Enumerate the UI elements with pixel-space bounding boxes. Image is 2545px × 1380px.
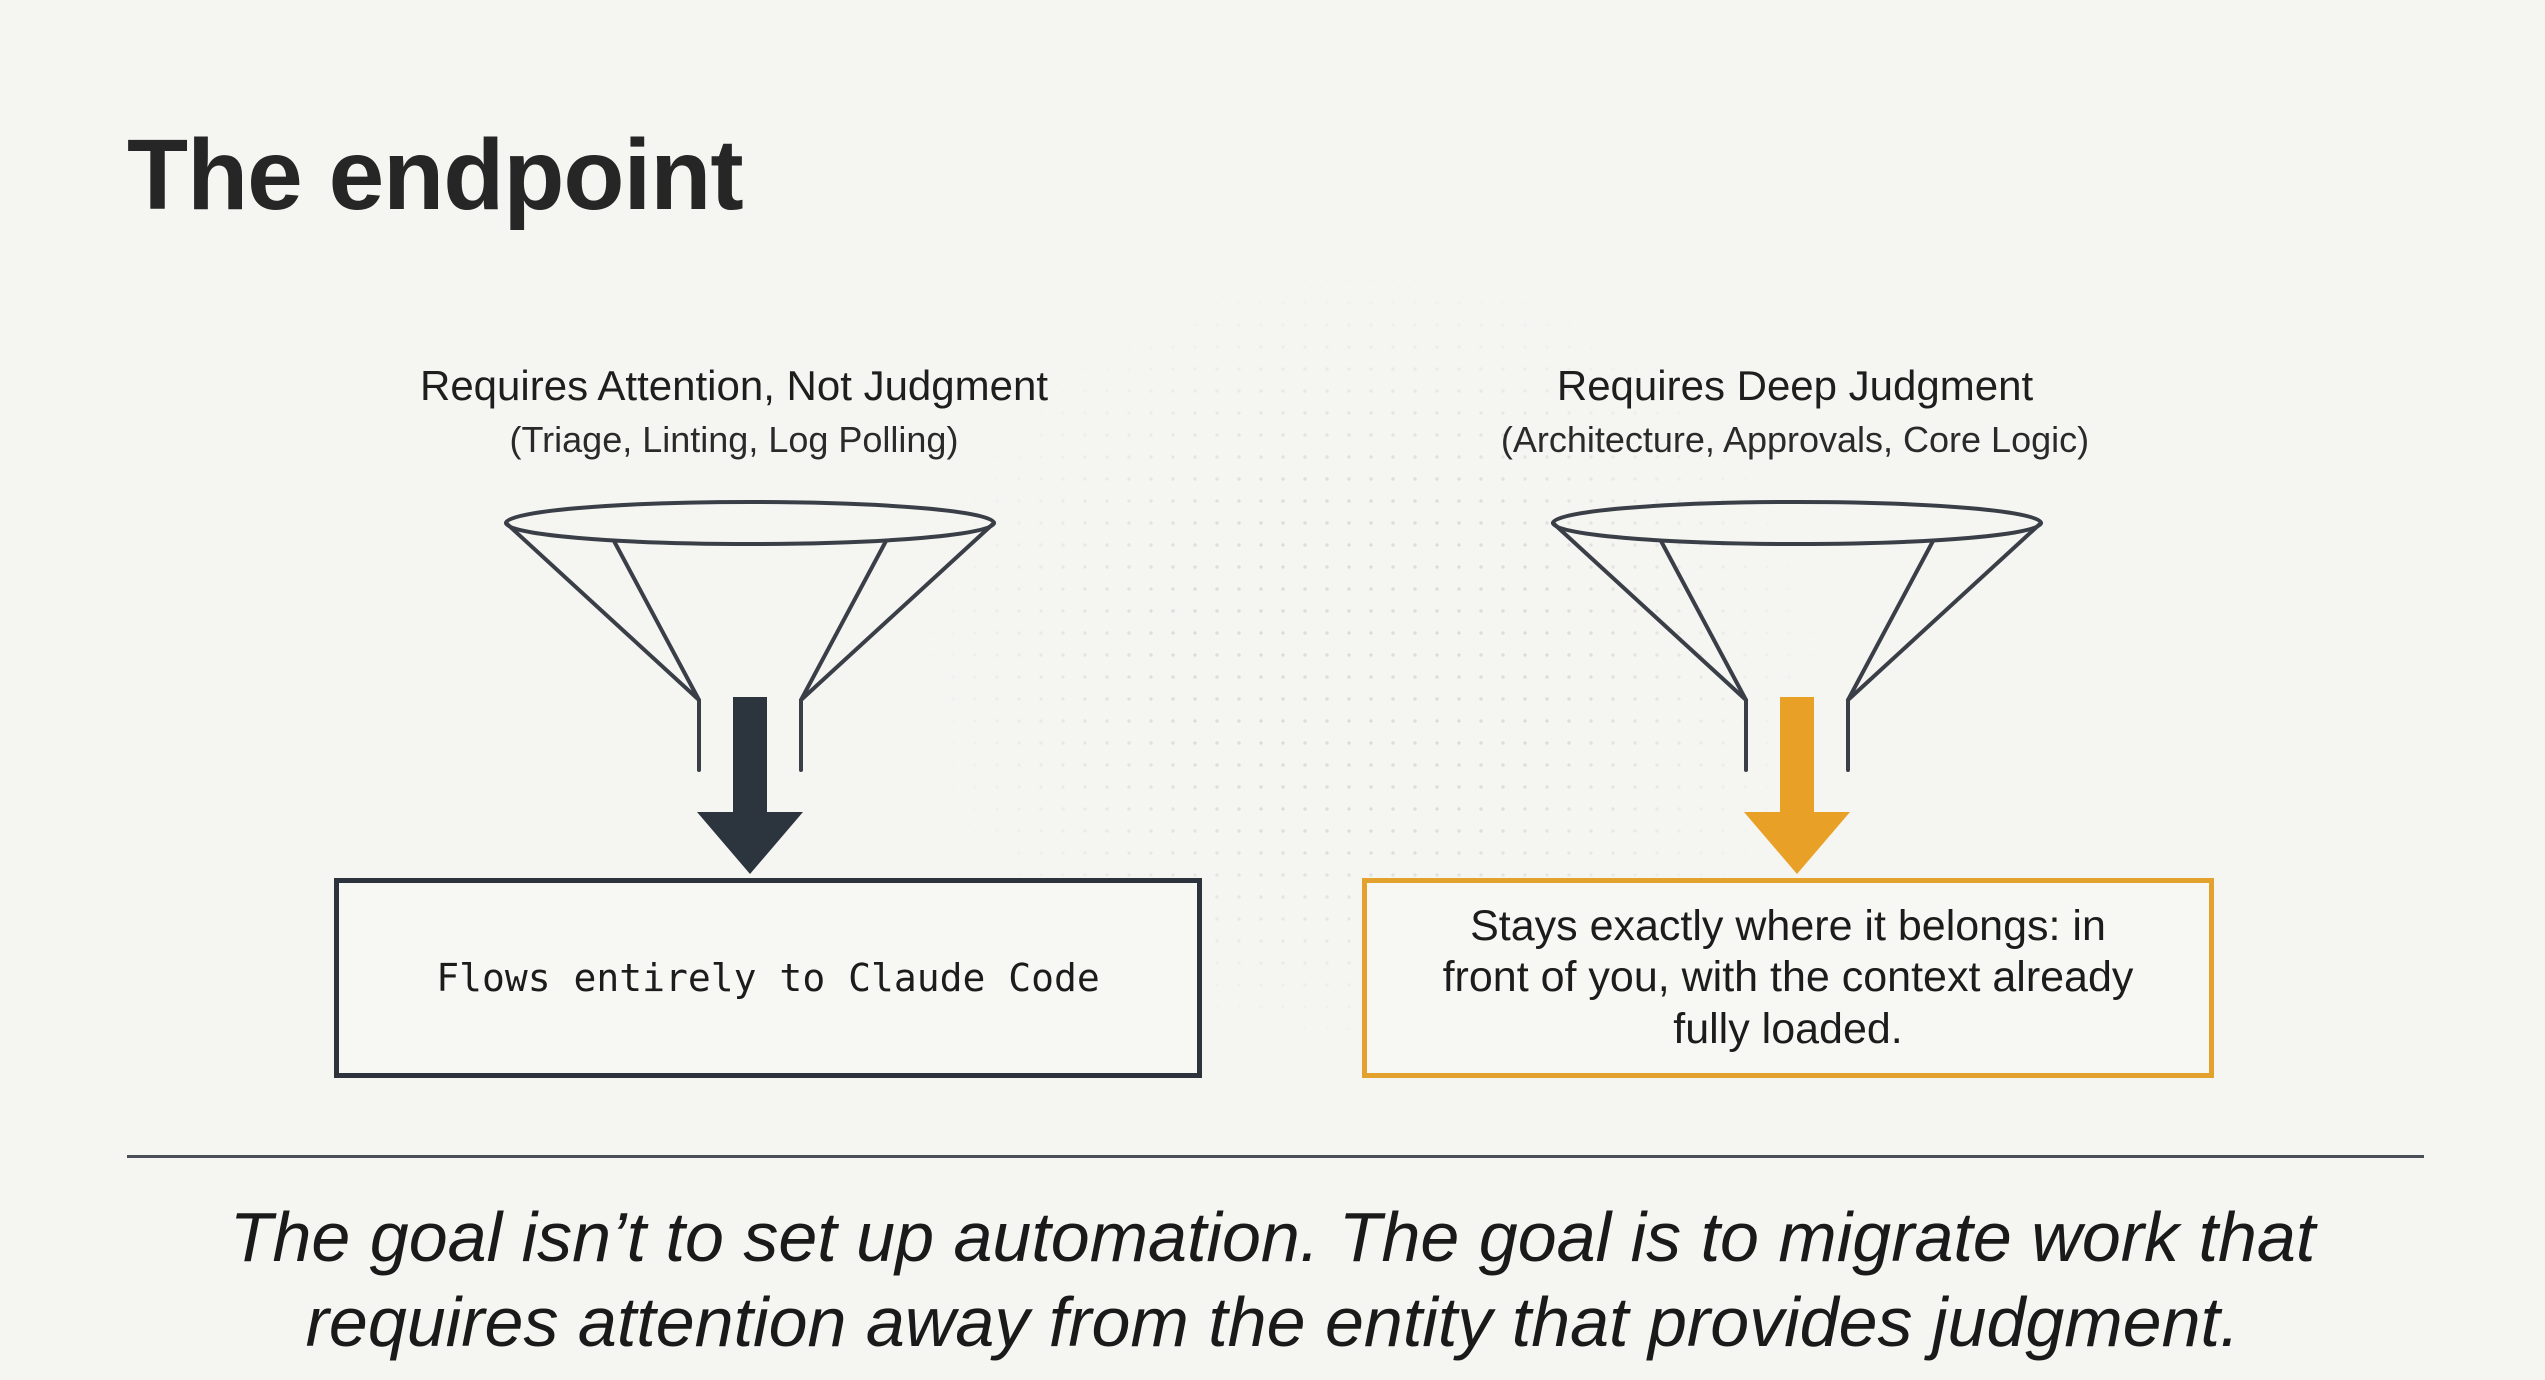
footer-line-1: The goal isn’t to set up automation. The… <box>229 1198 2316 1276</box>
divider <box>127 1155 2424 1158</box>
left-result-text: Flows entirely to Claude Code <box>436 956 1100 1000</box>
left-column-header: Requires Attention, Not Judgment (Triage… <box>284 360 1184 463</box>
page-title: The endpoint <box>127 119 744 231</box>
left-result-box: Flows entirely to Claude Code <box>334 878 1202 1078</box>
left-subheading: (Triage, Linting, Log Polling) <box>509 418 959 460</box>
right-column-header: Requires Deep Judgment (Architecture, Ap… <box>1345 360 2245 463</box>
left-heading: Requires Attention, Not Judgment <box>419 362 1049 409</box>
footer-quote: The goal isn’t to set up automation. The… <box>60 1195 2485 1366</box>
left-down-arrow-icon <box>697 697 803 874</box>
footer-line-2: requires attention away from the entity … <box>305 1283 2240 1362</box>
right-result-text: Stays exactly where it belongs: in front… <box>1442 901 2134 1053</box>
right-subheading: (Architecture, Approvals, Core Logic) <box>1500 418 2090 460</box>
right-heading: Requires Deep Judgment <box>1556 362 2034 409</box>
right-result-box: Stays exactly where it belongs: in front… <box>1362 878 2214 1078</box>
